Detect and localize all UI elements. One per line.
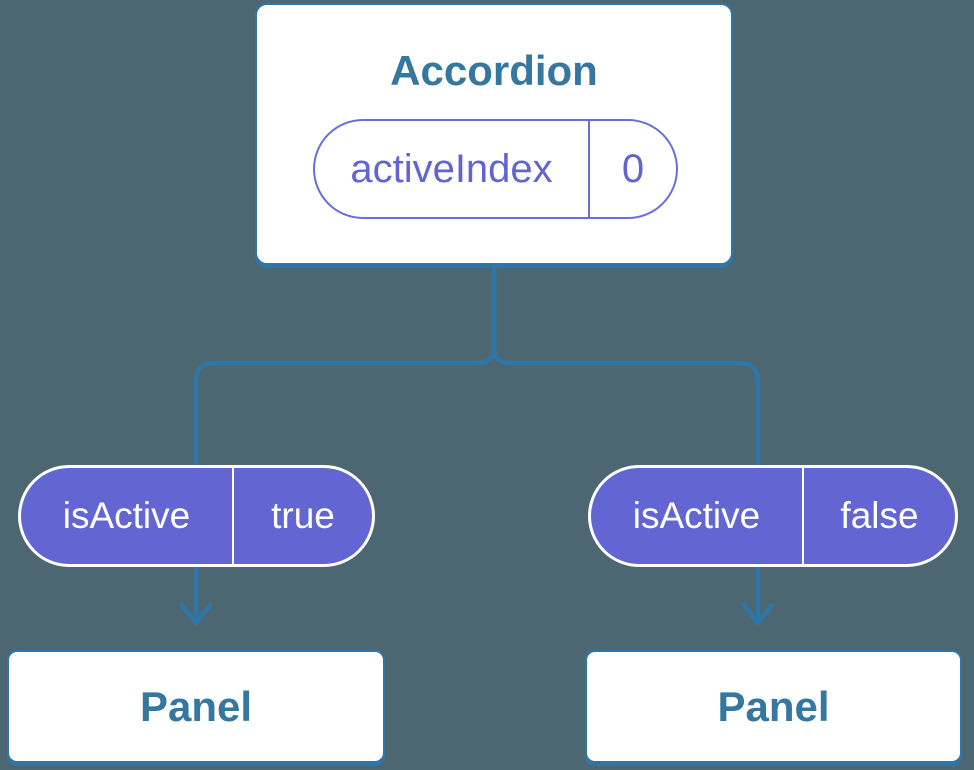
prop-pill-isactive-true: isActive true (18, 465, 375, 567)
prop-value-label: true (271, 495, 335, 536)
component-title: Accordion (390, 47, 598, 94)
panel-title: Panel (139, 682, 253, 730)
state-name-label: activeIndex (315, 121, 590, 217)
connector-branch-left (193, 266, 497, 622)
state-value-label: 0 (621, 146, 645, 191)
connector-branch-right (491, 266, 761, 622)
state-pill-activeindex: activeIndex 0 (313, 119, 678, 219)
prop-value-label: false (840, 495, 919, 536)
arrow-down-icon (179, 602, 213, 626)
prop-name-label: isActive (21, 468, 234, 564)
panel-title: Panel (717, 682, 830, 730)
accordion-component-card: Accordion activeIndex 0 (255, 3, 733, 265)
panel-component-card: Panel (585, 650, 962, 763)
arrow-down-icon (741, 602, 775, 626)
prop-name-label: isActive (591, 468, 804, 564)
panel-component-card: Panel (7, 650, 385, 763)
prop-pill-isactive-false: isActive false (588, 465, 958, 567)
